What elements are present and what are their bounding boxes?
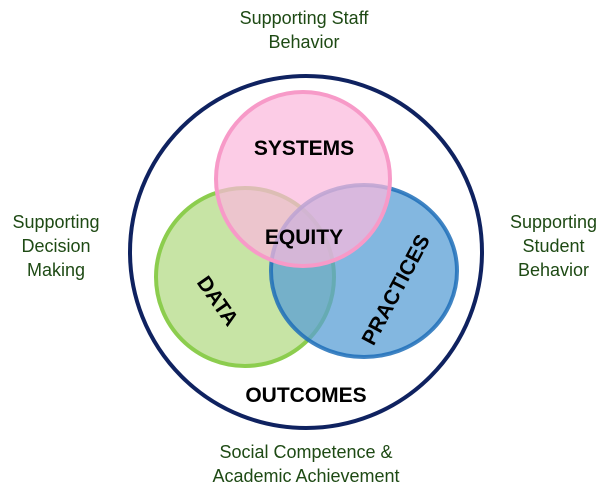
outcomes-outer-circle (128, 74, 484, 430)
label-supporting-staff-behavior: Supporting Staff Behavior (239, 8, 369, 52)
outcomes-label: OUTCOMES (245, 384, 366, 407)
systems-circle (214, 90, 392, 268)
label-supporting-student-behavior: Supporting Student Behavior (509, 212, 598, 280)
equity-label: EQUITY (265, 226, 343, 249)
systems-label: SYSTEMS (254, 137, 354, 160)
label-supporting-decision-making: Supporting Decision Making (12, 212, 100, 280)
label-social-competence-academic-achievement: Social Competence & Academic Achievement (212, 442, 400, 486)
